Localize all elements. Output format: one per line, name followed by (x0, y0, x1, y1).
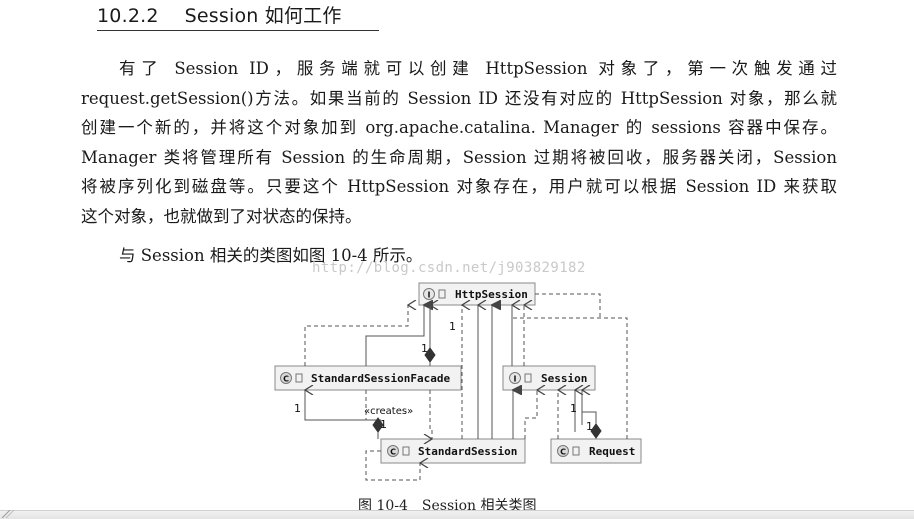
class-name: HttpSession (455, 288, 528, 301)
multiplicity-label: 1 (570, 402, 577, 415)
aggregation-diamond (424, 347, 436, 363)
svg-text:I: I (428, 291, 431, 300)
class-box-standardsessionfacade: C StandardSessionFacade (274, 365, 462, 391)
class-box-session: I Session (502, 365, 596, 391)
class-box-standardsession: C StandardSession (380, 438, 526, 464)
class-name: StandardSession (418, 445, 517, 458)
paragraph-line: 这个对象，也就做到了对状态的保持。 (81, 206, 362, 226)
class-name: Session (541, 372, 587, 385)
realization-line (304, 305, 408, 366)
class-badge-icon (387, 445, 399, 457)
paragraph-line: 创建一个新的，并将这个对象加到 org.apache.catalina. Man… (81, 118, 837, 138)
svg-text:C: C (560, 448, 566, 457)
lock-icon (295, 373, 303, 383)
interface-badge-icon (509, 372, 521, 384)
lock-icon (438, 289, 446, 299)
section-title: Session 如何工作 (184, 5, 342, 27)
paragraph-line: request.getSession()方法。如果当前的 Session ID … (81, 88, 837, 108)
multiplicity-label: 1 (294, 402, 301, 415)
interface-badge-icon (423, 288, 435, 300)
class-name: Request (589, 445, 635, 458)
multiplicity-label: 1 (586, 420, 593, 433)
class-badge-icon (280, 372, 292, 384)
association-line (305, 390, 381, 421)
svg-text:C: C (283, 375, 289, 384)
lock-icon (572, 446, 580, 456)
lock-icon (402, 446, 410, 456)
self-dependency (365, 450, 420, 481)
figure-reference: 与 Session 相关的类图如图 10-4 所示。 (119, 246, 423, 265)
body-paragraph: 有了 Session ID，服务端就可以创建 HttpSession 对象了，第… (81, 54, 837, 232)
status-bar (0, 510, 914, 519)
section-heading: 10.2.2 Session 如何工作 (97, 2, 379, 31)
multiplicity-label: 1 (380, 418, 387, 431)
paragraph-line: 有了 Session ID，服务端就可以创建 HttpSession 对象了，第… (119, 59, 837, 78)
svg-text:C: C (390, 448, 396, 457)
class-badge-icon (557, 445, 569, 457)
stereotype-label: «creates» (364, 406, 413, 417)
svg-text:I: I (514, 375, 517, 384)
multiplicity-label: 1 (449, 320, 456, 333)
watermark-url: http://blog.csdn.net/j903829182 (312, 260, 586, 276)
class-box-httpsession: I HttpSession (418, 282, 536, 306)
class-box-request: C Request (550, 438, 642, 464)
creates-dependency (430, 390, 432, 439)
realization-line (524, 390, 537, 439)
dependency-line (511, 305, 628, 439)
resize-grip-icon[interactable] (2, 510, 16, 518)
class-name: StandardSessionFacade (311, 372, 450, 385)
aggregation-diamond (372, 417, 384, 433)
multiplicity-label: 1 (421, 342, 428, 355)
paragraph-line: Manager 类将管理所有 Session 的生命周期，Session 过期将… (81, 147, 837, 167)
paragraph-line: 将被序列化到磁盘等。只要这个 HttpSession 对象存在，用户就可以根据 … (81, 177, 837, 197)
aggregation-diamond (590, 423, 602, 439)
generalization-line (365, 305, 424, 366)
dependency-line (535, 293, 601, 318)
lock-icon (524, 373, 532, 383)
section-number: 10.2.2 (97, 5, 159, 27)
